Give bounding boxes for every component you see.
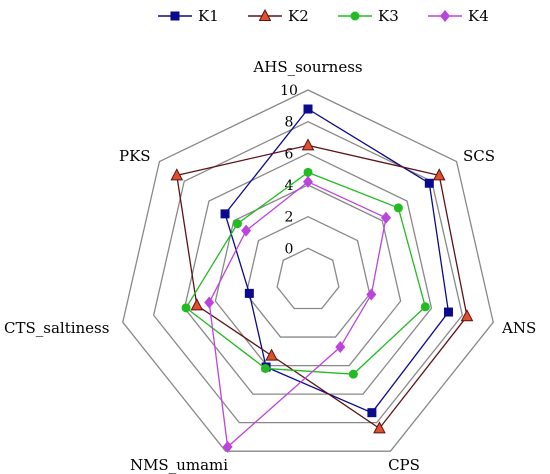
series-line-k3 — [185, 171, 427, 375]
series-k4 — [204, 175, 391, 453]
point-k1-cts-saltiness — [244, 288, 254, 298]
point-k3-scs — [393, 203, 403, 213]
tick-label-10: 10 — [280, 83, 298, 99]
legend-marker-k4 — [440, 10, 450, 22]
series-line-k4 — [208, 181, 387, 449]
legend-label-k3: K3 — [378, 7, 399, 25]
grid-ring-8 — [152, 120, 464, 424]
point-k4-pks — [241, 224, 252, 237]
point-k1-scs — [424, 178, 434, 188]
point-k3-ans — [420, 302, 430, 312]
legend-label-k2: K2 — [288, 7, 309, 25]
grid-ring-10 — [122, 89, 494, 452]
series-layer — [170, 104, 474, 453]
series-k3 — [181, 167, 430, 379]
point-k2-pks — [170, 168, 184, 181]
axis-label-cps: CPS — [388, 456, 420, 474]
axis-label-ahs-sourness: AHS_sourness — [252, 58, 362, 76]
point-k3-cts-saltiness — [181, 303, 191, 313]
grid-ring-2 — [245, 215, 371, 338]
tick-label-8: 8 — [285, 115, 294, 131]
point-k2-scs — [432, 168, 446, 181]
legend-item-k2: K2 — [248, 7, 309, 25]
series-line-k1 — [224, 108, 450, 414]
grid-ring-0 — [276, 247, 340, 310]
point-k4-scs — [380, 211, 391, 224]
point-k1-pks — [220, 209, 230, 219]
legend-item-k3: K3 — [338, 7, 399, 25]
point-k2-cts-saltiness — [190, 298, 204, 311]
legend-label-k4: K4 — [468, 7, 489, 25]
legend-marker-k3 — [350, 11, 360, 21]
series-line-k2 — [176, 144, 468, 430]
tick-label-0: 0 — [285, 241, 294, 257]
series-k2 — [170, 138, 474, 434]
point-k4-cps — [335, 341, 346, 354]
point-k4-nms-umami — [222, 440, 233, 453]
point-k3-cps — [348, 369, 358, 379]
legend: K1 K2 K3 K4 — [158, 7, 489, 25]
point-k2-ahs-sourness — [301, 138, 315, 151]
point-k3-pks — [232, 219, 242, 229]
axis-label-pks: PKS — [119, 147, 151, 165]
axis-label-nms-umami: NMS_umami — [130, 456, 228, 474]
legend-marker-k1 — [170, 11, 180, 21]
legend-item-k4: K4 — [428, 7, 489, 25]
point-k4-ans — [366, 288, 377, 301]
point-k4-cts-saltiness — [204, 296, 215, 309]
point-k1-cps — [367, 408, 377, 418]
tick-label-2: 2 — [285, 210, 294, 226]
grid-ring-6 — [183, 152, 433, 395]
point-k2-nms-umami — [265, 348, 278, 361]
point-k2-cps — [373, 421, 386, 434]
axis-label-scs: SCS — [463, 147, 495, 165]
axis-label-cts-saltiness: CTS_saltiness — [4, 319, 109, 337]
tick-label-6: 6 — [285, 146, 294, 162]
point-k1-ans — [443, 307, 453, 317]
point-k1-ahs-sourness — [303, 104, 313, 114]
point-k3-nms-umami — [260, 363, 270, 373]
point-k4-ahs-sourness — [303, 175, 313, 188]
point-k3-ahs-sourness — [303, 167, 313, 177]
radar-grid — [122, 89, 494, 452]
legend-item-k1: K1 — [158, 7, 219, 25]
legend-marker-k2 — [258, 8, 272, 21]
legend-label-k1: K1 — [198, 7, 219, 25]
point-k2-ans — [460, 309, 474, 322]
axis-label-ans: ANS — [501, 319, 536, 337]
